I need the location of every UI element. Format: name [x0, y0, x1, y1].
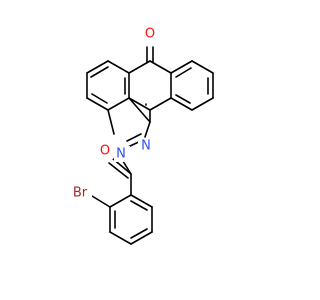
bond — [126, 133, 142, 142]
bond — [128, 97, 151, 123]
bond — [86, 60, 109, 74]
bond — [130, 231, 153, 245]
molecule-structure-diagram: O N N O Br — [68, 26, 214, 245]
bromine-label: Br — [73, 186, 88, 201]
bond — [91, 93, 108, 104]
bond — [107, 97, 130, 111]
bond — [86, 97, 109, 111]
bond — [107, 60, 130, 74]
label-background — [97, 143, 113, 159]
label-background — [114, 146, 130, 162]
bond — [175, 94, 191, 104]
benzoyl-oxygen-label: O — [100, 144, 110, 159]
bond-lines — [86, 46, 214, 245]
bond — [91, 195, 111, 208]
atom-labels: O N N O Br — [68, 26, 159, 201]
bond — [90, 66, 109, 78]
bond — [109, 194, 132, 208]
label-background — [68, 185, 92, 201]
bond — [191, 97, 214, 111]
bond — [144, 121, 151, 138]
ring-nitrogen-label: N — [116, 147, 126, 162]
bond — [109, 231, 132, 245]
bond — [128, 60, 151, 74]
ring-nitrogen-2-label: N — [141, 139, 151, 154]
bond — [149, 60, 172, 74]
bond — [175, 67, 192, 78]
bond — [170, 60, 193, 74]
bond — [128, 97, 151, 111]
label-background — [138, 138, 154, 154]
bond — [130, 194, 153, 208]
bond — [130, 200, 148, 211]
label-background — [141, 26, 159, 42]
bond — [191, 60, 214, 74]
bond — [149, 97, 172, 111]
bond — [130, 228, 148, 239]
carbonyl-oxygen-label: O — [145, 27, 155, 42]
structure-canvas: O N N O Br — [68, 26, 214, 245]
bond — [108, 162, 129, 179]
bond — [107, 109, 115, 135]
bond — [170, 97, 193, 111]
